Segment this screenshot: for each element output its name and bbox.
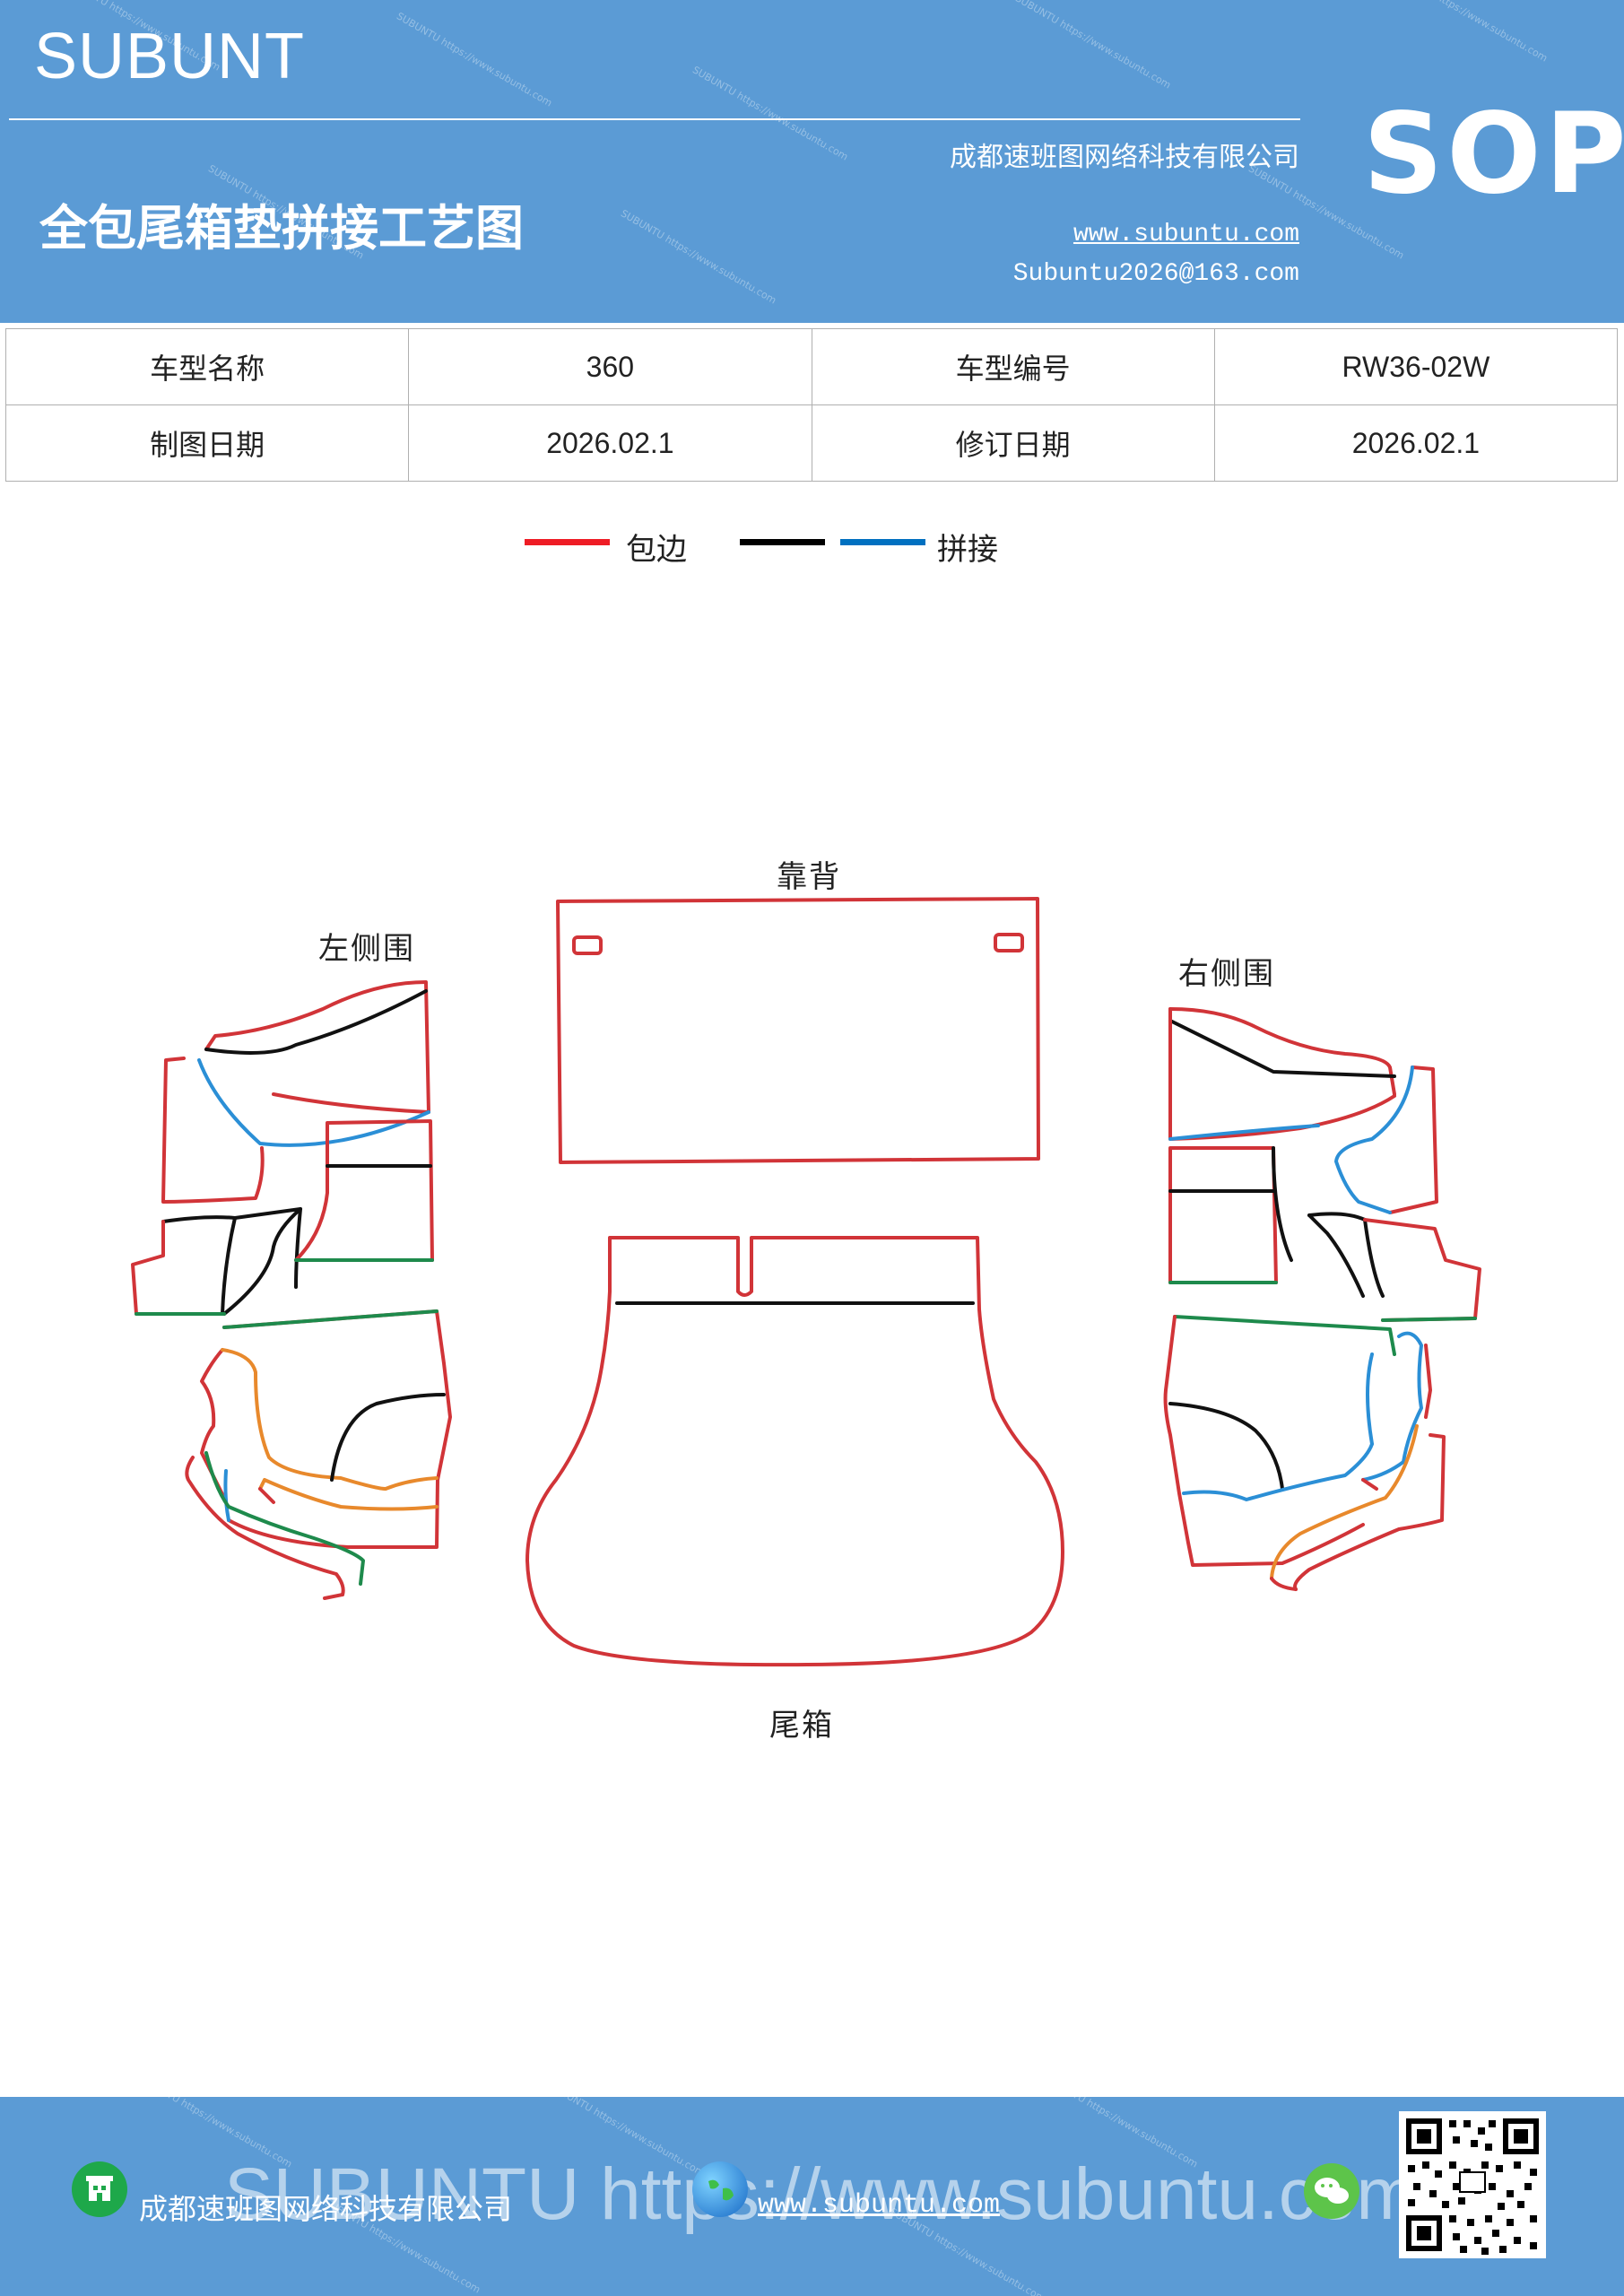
sop-badge: SOP [1363,90,1624,219]
legend-swatch-edge [525,539,610,545]
watermark: SUBUNTU https://www.subuntu.com [619,207,778,307]
website-link[interactable]: www.subuntu.com [1073,221,1299,248]
model-code-value: RW36-02W [1213,328,1619,405]
label-right-side: 右侧围 [1178,956,1275,992]
header-divider [9,118,1300,120]
draw-date-label: 制图日期 [4,404,410,482]
backrest-slot-left [572,935,603,955]
watermark: SUBUNTU https://www.subuntu.com [1013,0,1173,91]
legend-label-edge: 包边 [626,532,687,568]
brand-name: SUBUNT [34,21,306,92]
watermark: SUBUNTU https://www.subuntu.com [690,64,850,163]
label-trunk: 尾箱 [769,1708,834,1744]
footer-watermark: SUBUNTU https://www.subuntu.com [224,2153,1418,2235]
backrest-slot-right [994,933,1024,952]
model-name-value: 360 [408,328,812,405]
legend-swatch-black [740,539,825,545]
left-side-panel [131,980,434,1316]
label-left-side: 左侧围 [318,931,415,967]
pattern-drawing [131,897,1481,1667]
globe-icon [692,2161,748,2217]
company-name: 成都速班图网络科技有限公司 [950,142,1299,173]
revision-date-label: 修订日期 [811,404,1215,482]
table-row: 车型名称 360 车型编号 RW36-02W [4,328,1619,405]
revision-date-value: 2026.02.1 [1213,404,1619,482]
backrest-panel [556,897,1040,1164]
qr-code [1399,2111,1546,2258]
watermark: SUBUNTU https://www.subuntu.com [395,10,554,109]
legend: 包边 拼接 [0,525,1624,578]
footer-banner: SUBUNTU https://www.subuntu.com SUBUNTU … [0,2097,1624,2296]
legend-swatch-splice [840,539,925,545]
draw-date-value: 2026.02.1 [408,404,812,482]
building-icon [72,2161,127,2217]
header-banner: SUBUNTU https://www.subuntu.com SUBUNTU … [0,0,1624,323]
right-lower-panel [1163,1315,1446,1591]
footer-website-link[interactable]: www.subuntu.com [758,2190,1001,2221]
email-address: Subuntu2026@163.com [1012,260,1299,288]
vehicle-info-table: 车型名称 360 车型编号 RW36-02W 制图日期 2026.02.1 修订… [4,328,1619,482]
legend-label-splice: 拼接 [937,532,998,568]
right-side-panel [1168,1007,1481,1322]
document-title: 全包尾箱垫拼接工艺图 [39,199,524,257]
watermark: SUBUNTU https://www.subuntu.com [1390,0,1550,65]
wechat-icon [1304,2163,1359,2219]
left-lower-panel [185,1309,452,1600]
trunk-floor-panel [525,1236,1064,1667]
label-backrest: 靠背 [777,859,841,895]
mat-pattern-diagram: 靠背 左侧围 右侧围 尾箱 [0,807,1624,1758]
model-name-label: 车型名称 [4,328,410,405]
table-row: 制图日期 2026.02.1 修订日期 2026.02.1 [4,404,1619,482]
model-code-label: 车型编号 [811,328,1215,405]
footer-company-name: 成都速班图网络科技有限公司 [139,2192,513,2226]
